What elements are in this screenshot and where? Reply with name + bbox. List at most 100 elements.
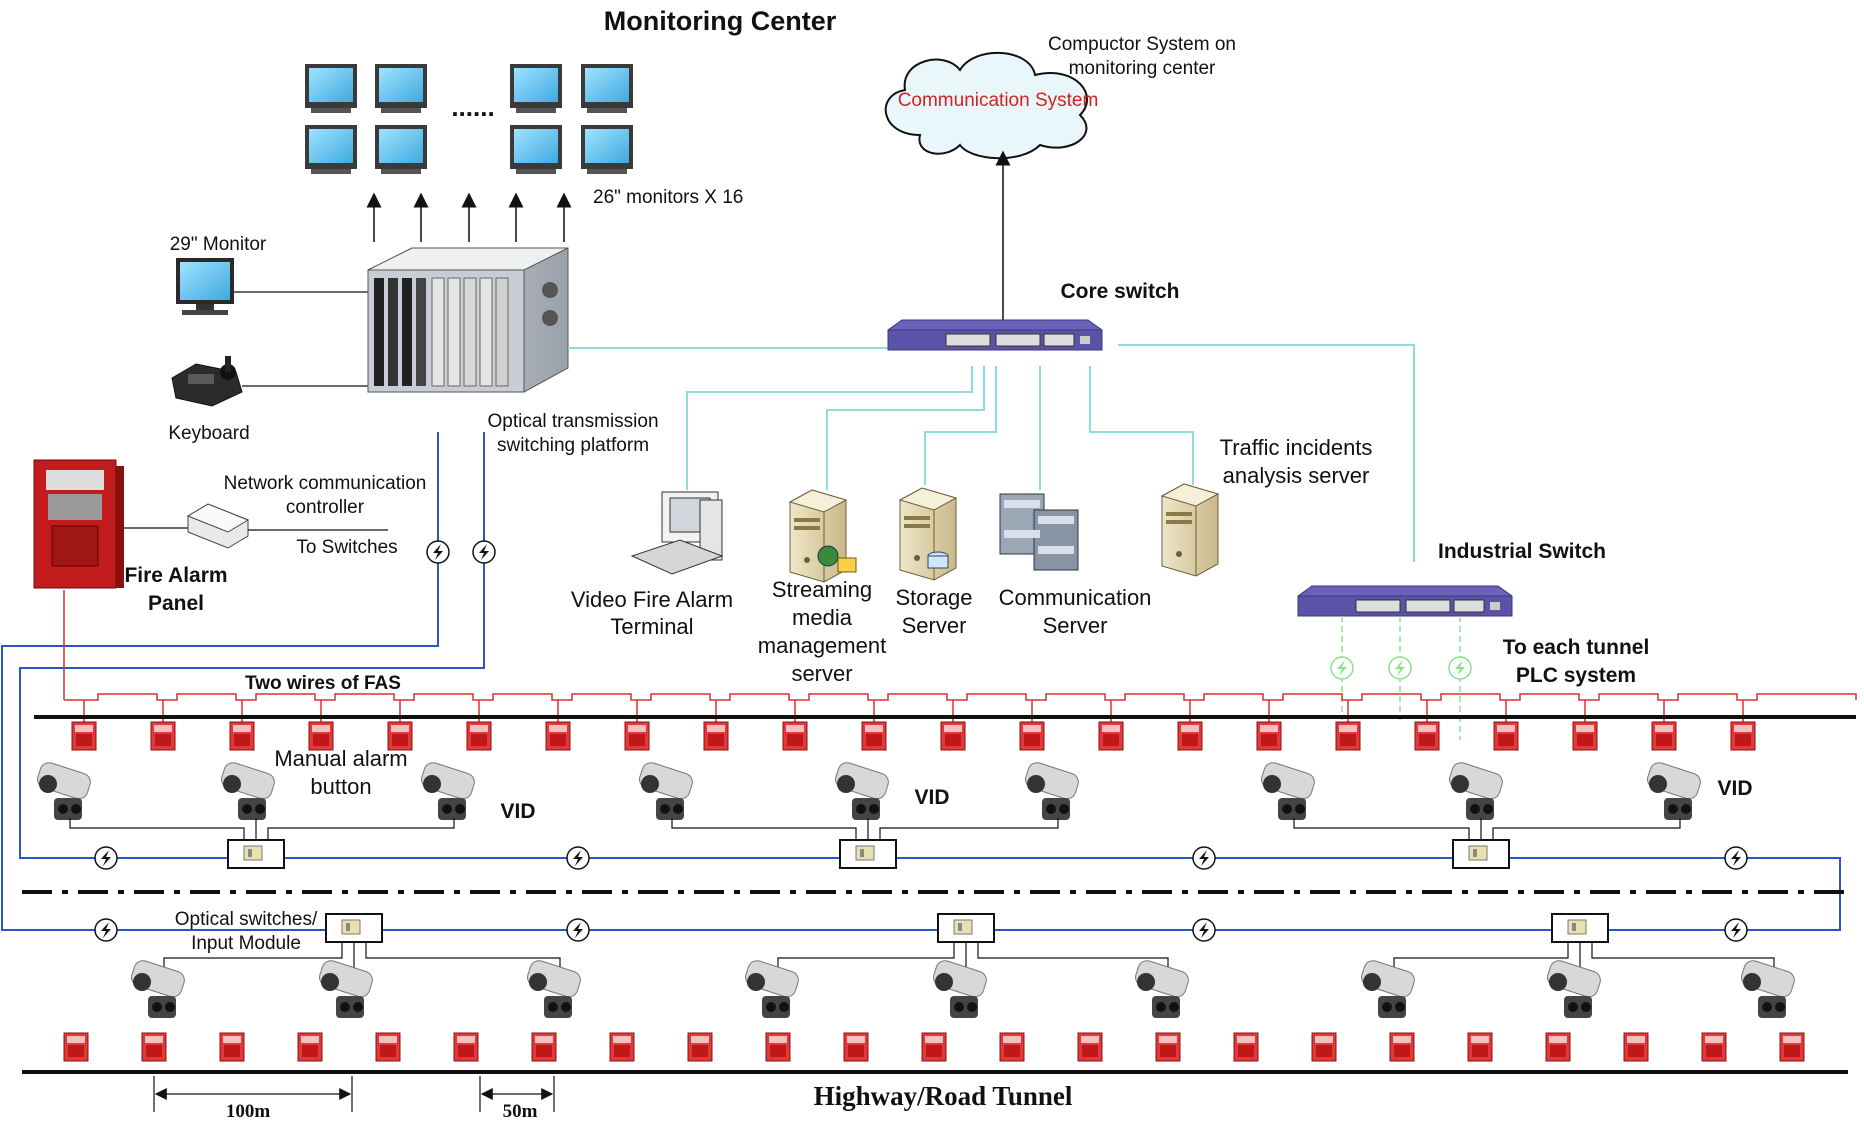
vfa-terminal-icon — [630, 491, 724, 575]
monitors-label: 26" monitors X 16 — [593, 187, 743, 208]
camera-icon — [34, 759, 94, 821]
manual-alarm-icon — [531, 1032, 557, 1062]
dim-50-label: 50m — [503, 1101, 538, 1122]
camera-icon — [1738, 957, 1798, 1019]
fiber-link-icon — [1724, 846, 1748, 870]
manual-alarm-icon — [1155, 1032, 1181, 1062]
tunnel-label: Highway/Road Tunnel — [814, 1081, 1073, 1111]
manual-alarm-icon — [1414, 721, 1440, 751]
fas-wire — [64, 693, 1857, 722]
optical-switch-icon — [937, 913, 995, 943]
plc-link-icon — [1448, 656, 1472, 680]
fiber-link-icon — [566, 846, 590, 870]
camera-icon — [1644, 759, 1704, 821]
comm-label-1: Communication — [999, 585, 1152, 610]
manual-alarm-icon — [229, 721, 255, 751]
plc-link-icon — [1330, 656, 1354, 680]
manual-alarm-icon — [1651, 721, 1677, 751]
manual-alarm-icon — [545, 721, 571, 751]
manual-alarm-icon — [219, 1032, 245, 1062]
manual-alarm-icon — [1177, 721, 1203, 751]
platform-label-1: Optical transmission — [487, 411, 658, 432]
camera-icon — [1544, 957, 1604, 1019]
fas-label: Two wires of FAS — [245, 673, 401, 694]
platform-label-2: switching platform — [497, 435, 649, 456]
manual-alarm-icon — [687, 1032, 713, 1062]
stream-label-3: management — [758, 633, 886, 658]
fiber-link-icon — [566, 918, 590, 942]
manual-alarm-icon — [1077, 1032, 1103, 1062]
manual-alarm-icon — [1389, 1032, 1415, 1062]
manual-alarm-icon — [453, 1032, 479, 1062]
network-controller-icon — [186, 503, 250, 549]
comm-label-2: Server — [1043, 613, 1108, 638]
fiber-link-icon — [472, 540, 496, 564]
manual-alarm-icon — [782, 721, 808, 751]
monitor-ellipsis: ...... — [451, 92, 494, 122]
cloud-caption-2: monitoring center — [1069, 58, 1216, 79]
keyboard-icon — [171, 356, 243, 407]
monitor-icon — [305, 125, 357, 174]
optical-switch-label-2: Input Module — [191, 933, 301, 954]
dimension-100m — [153, 1076, 353, 1112]
manual-alarm-icon — [466, 721, 492, 751]
manual-alarm-icon — [609, 1032, 635, 1062]
monitor-icon — [375, 125, 427, 174]
manual-alarm-icon — [71, 721, 97, 751]
manual-alarm-icon — [1019, 721, 1045, 751]
traffic-server-icon — [1161, 483, 1219, 577]
manual-alarm-icon — [1493, 721, 1519, 751]
plc-label-1: To each tunnel — [1503, 636, 1650, 659]
monitor-arrows — [366, 192, 572, 242]
camera-icon — [1446, 759, 1506, 821]
plc-label-2: PLC system — [1516, 664, 1636, 687]
manual-alarm-icon — [1779, 1032, 1805, 1062]
manual-alarm-icon — [1467, 1032, 1493, 1062]
manual-alarm-icon — [1256, 721, 1282, 751]
core-switch-icon — [887, 319, 1103, 351]
dimension-50m — [479, 1076, 555, 1112]
fire-panel-label-1: Fire Alarm — [124, 564, 227, 587]
manual-alarm-icon — [624, 721, 650, 751]
storage-label-1: Storage — [895, 585, 972, 610]
vfa-label-1: Video Fire Alarm — [571, 587, 733, 612]
optical-switch-icon — [227, 839, 285, 869]
fiber-link-icon — [94, 846, 118, 870]
manual-alarm-icon — [843, 1032, 869, 1062]
optical-switch-label-1: Optical switches/ — [175, 909, 318, 930]
manual-alarm-icon — [1098, 721, 1124, 751]
camera-icon — [742, 957, 802, 1019]
camera-icon — [218, 759, 278, 821]
communication-server-icon — [999, 493, 1079, 571]
folder-icon — [837, 557, 857, 573]
optical-switch-icon — [1551, 913, 1609, 943]
manual-alarm-icon — [940, 721, 966, 751]
traffic-label-1: Traffic incidents — [1220, 435, 1373, 460]
camera-icon — [1258, 759, 1318, 821]
camera-icon — [930, 957, 990, 1019]
manual-alarm-label-2: button — [310, 774, 371, 799]
monitor-icon — [305, 64, 357, 113]
core-switch-label: Core switch — [1060, 280, 1179, 303]
globe-icon — [817, 545, 839, 567]
dim-100-label: 100m — [226, 1101, 271, 1122]
monitor29-icon — [176, 258, 234, 315]
monitor-icon — [375, 64, 427, 113]
manual-alarm-icon — [1572, 721, 1598, 751]
manual-alarm-row-lower — [63, 1032, 1805, 1062]
fiber-link-icon — [94, 918, 118, 942]
manual-alarm-icon — [765, 1032, 791, 1062]
monitor-icon — [510, 64, 562, 113]
camera-row-upper — [34, 759, 1704, 869]
camera-icon — [128, 957, 188, 1019]
manual-alarm-icon — [703, 721, 729, 751]
optical-platform-icon — [367, 247, 569, 393]
industrial-switch-icon — [1297, 585, 1513, 617]
optical-switch-icon — [839, 839, 897, 869]
vfa-label-2: Terminal — [610, 614, 693, 639]
camera-icon — [1132, 957, 1192, 1019]
manual-alarm-icon — [1335, 721, 1361, 751]
cloud-label: Communication System — [898, 90, 1099, 111]
industrial-switch-label: Industrial Switch — [1438, 540, 1606, 563]
